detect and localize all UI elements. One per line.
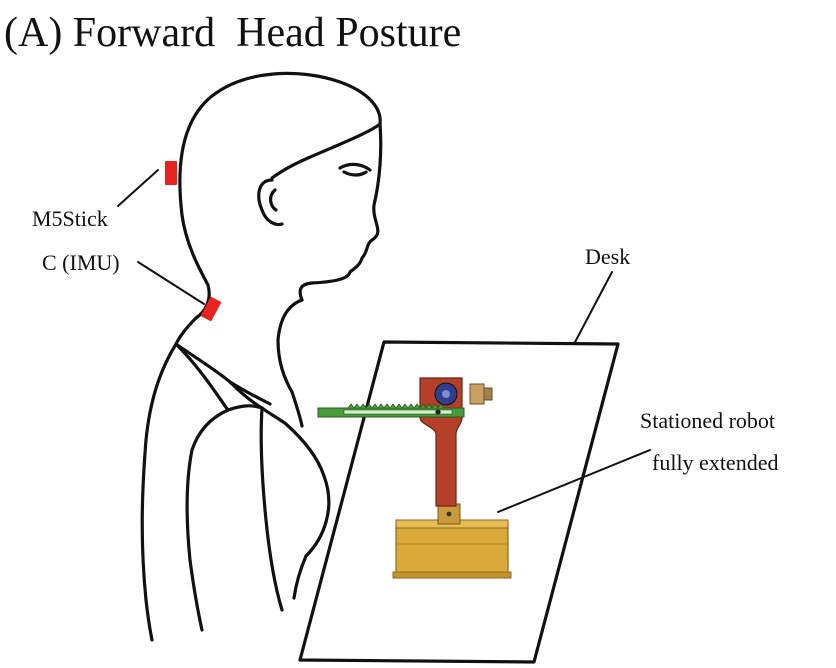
sensor-leader-line-neck: [137, 261, 205, 305]
person-silhouette-icon: [140, 71, 383, 642]
robot-motor: [469, 383, 485, 405]
sensor-leader-line-head: [117, 169, 159, 207]
robot-rack-pin: [435, 409, 441, 415]
figure-title: (A) Forward Head Posture: [4, 10, 461, 56]
robot-bracket-pin: [446, 511, 452, 517]
robot-rack-slot: [343, 409, 453, 415]
desk-label: Desk: [585, 244, 630, 269]
imu-sensor-neck: [200, 296, 222, 322]
robot-leader-line: [497, 449, 651, 513]
robot-base-bottom: [392, 571, 512, 579]
robot-label-line1: Stationed robot: [640, 408, 775, 433]
desk-leader-line: [573, 271, 613, 345]
robot-motor-cap: [483, 387, 493, 401]
robot-base: [395, 523, 509, 577]
robot-label-line2: fully extended: [652, 450, 778, 475]
imu-sensor-head: [165, 161, 177, 185]
imu-sensor-icon: [165, 161, 177, 185]
desk-plane-icon: [298, 340, 620, 664]
sensor-label-line2: C (IMU): [42, 250, 120, 275]
robot-gear-hub: [442, 390, 450, 398]
robot-rack-teeth: [347, 403, 445, 409]
sensor-label-line1: M5Stick: [32, 206, 108, 231]
robot-arm-icon: [317, 377, 512, 579]
imu-sensor-icon: [200, 296, 222, 322]
